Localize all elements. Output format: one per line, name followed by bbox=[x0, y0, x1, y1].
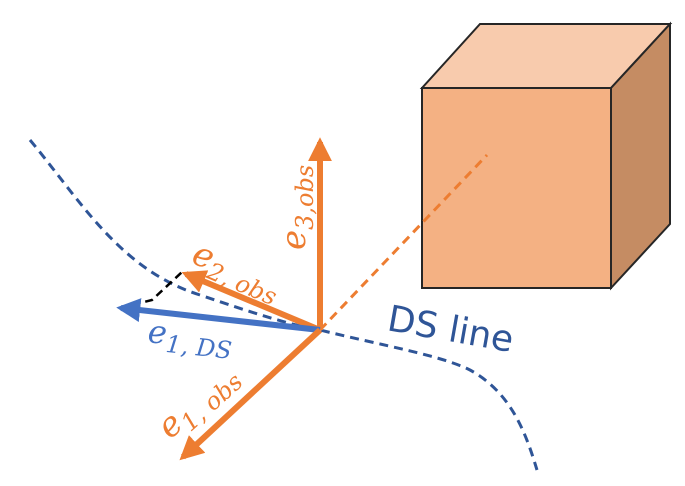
cube-front-face bbox=[421, 87, 612, 289]
vector-e1-ds bbox=[116, 298, 321, 333]
label-ds-line: DS line bbox=[384, 298, 516, 360]
label-e3-obs-main: e bbox=[274, 230, 314, 250]
cube bbox=[419, 21, 673, 291]
label-e2-obs: e2, obs bbox=[185, 233, 288, 311]
svg-text:e2, obs: e2, obs bbox=[185, 233, 288, 311]
label-e1-ds-sub: 1, DS bbox=[164, 330, 233, 365]
label-e1-ds-main: e bbox=[146, 312, 169, 352]
label-e1-obs: e1, obs bbox=[149, 355, 248, 451]
label-e3-obs-sub: 3,obs bbox=[291, 165, 319, 230]
label-e2-obs-sub: 2, obs bbox=[202, 257, 281, 312]
label-e1-ds: e1, DS bbox=[146, 312, 235, 365]
svg-text:e3,obs: e3,obs bbox=[274, 165, 319, 250]
projection-dashed bbox=[119, 271, 183, 310]
line-of-sight-dashed bbox=[318, 153, 489, 332]
label-e3-obs: e3,obs bbox=[274, 165, 319, 250]
svg-text:e1, DS: e1, DS bbox=[146, 312, 235, 365]
svg-text:e1, obs: e1, obs bbox=[149, 355, 248, 451]
vector-e2-obs bbox=[181, 270, 322, 333]
ds-line-curve bbox=[28, 139, 539, 471]
ds-line-label: DS line bbox=[384, 298, 516, 360]
vector-e1-obs bbox=[179, 327, 323, 461]
